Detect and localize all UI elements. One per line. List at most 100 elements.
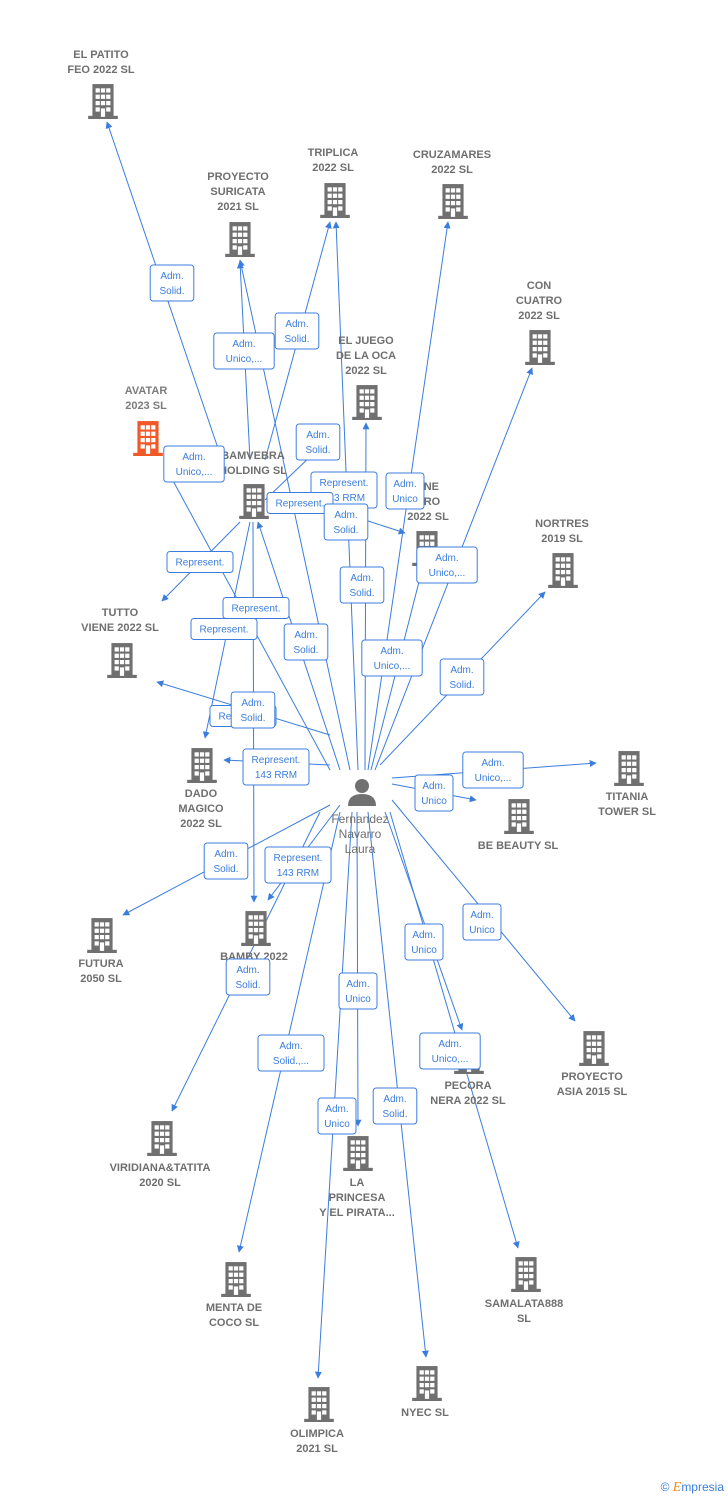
edge-label-text: Solid. <box>235 980 260 991</box>
edge-label-e-tutto-solid[interactable]: Adm.Solid. <box>230 691 276 729</box>
brand-name: mpresia <box>681 1480 724 1494</box>
edge-label-e-juego[interactable]: Adm.Solid. <box>295 423 341 461</box>
company-label-line: LA <box>350 1177 365 1189</box>
company-node-titania[interactable]: TITANIA TOWER SL <box>598 751 656 818</box>
edge-label-text: Unico,... <box>374 661 411 672</box>
company-label-line: SL <box>517 1313 531 1325</box>
edge-label-text: Adm. <box>236 965 259 976</box>
edge-label-e-suricata[interactable]: Adm.Unico,... <box>213 332 275 370</box>
company-node-nyec[interactable]: NYEC SL <box>401 1366 449 1419</box>
company-label-line: AVATAR <box>125 385 168 397</box>
edge-label-e-bam-dado[interactable]: Adm.Solid. <box>283 623 329 661</box>
edge-label-e-represent-b[interactable]: Represent. <box>222 597 290 619</box>
edge-label-e-dado[interactable]: Represent.143 RRM <box>242 748 310 786</box>
edge-label-text: Solid. <box>240 713 265 724</box>
company-node-triplica[interactable]: TRIPLICA 2022 SL <box>308 147 359 218</box>
building-icon <box>412 1366 442 1401</box>
edge-label-box <box>190 618 258 640</box>
edge-label-box <box>404 923 444 961</box>
building-icon <box>438 184 468 219</box>
building-icon <box>133 421 163 456</box>
edge-label-e-nyec[interactable]: Adm.Solid. <box>372 1087 418 1125</box>
building-icon <box>187 748 217 783</box>
edge-label-text: Adm. <box>182 452 205 463</box>
company-label-line: 2019 SL <box>541 533 583 545</box>
building-icon <box>221 1262 251 1297</box>
edge-label-e-con-cuatro[interactable]: Adm.Solid. <box>339 566 385 604</box>
edge-labels-layer: Adm. Solid. Adm. Unico,... Adm. Solid. Adm.Sol… <box>149 264 524 1135</box>
company-label-line: OLIMPICA <box>290 1428 344 1440</box>
edge-label-e-futura[interactable]: Adm.Solid. <box>203 842 249 880</box>
company-label-line: COCO SL <box>209 1317 259 1329</box>
edge-label-e-pecora[interactable]: Adm.Unico <box>404 923 444 961</box>
edge-label-text: 143 RRM <box>323 493 365 504</box>
company-label-line: TITANIA <box>606 791 649 803</box>
company-label-line: 2022 SL <box>431 164 473 176</box>
company-node-be-beauty[interactable]: BE BEAUTY SL <box>478 799 559 852</box>
company-label-line: 2022 SL <box>312 162 354 174</box>
edge-label-e-bamvebra-rep2[interactable]: Represent. <box>266 492 334 514</box>
edge-label-e-nortres[interactable]: Adm.Solid. <box>439 658 485 696</box>
edge-label-e-patito[interactable]: Adm.Solid. <box>149 264 195 302</box>
edge-label-e-bam-tutto[interactable]: Adm.Unico,... <box>416 546 478 584</box>
edge-label-e-bamby[interactable]: Represent.143 RRM <box>264 846 332 884</box>
building-icon <box>548 553 578 588</box>
company-label-line: 2022 SL <box>345 365 387 377</box>
building-icon <box>504 799 534 834</box>
edge-label-e-samalata[interactable]: Adm.Unico,... <box>419 1032 481 1070</box>
edge-label-e-titania[interactable]: Adm.Unico,... <box>462 751 524 789</box>
edge-label-e-tne-solid[interactable]: Adm.Solid. <box>323 503 369 541</box>
copyright-notice: © Empresia <box>661 1480 724 1496</box>
edge-label-e-princesa[interactable]: Adm.Unico <box>338 972 378 1010</box>
edge-label-text: Adm. <box>438 1039 461 1050</box>
edge-label-e-avatar[interactable]: Adm. Unico,... <box>163 445 225 483</box>
building-icon <box>239 484 269 519</box>
edge-label-box <box>419 1032 481 1070</box>
company-label-line: 2050 SL <box>80 973 122 985</box>
edge-label-text: Represent. <box>252 755 301 766</box>
copyright-symbol: © <box>660 1480 670 1494</box>
company-label-line: EL PATITO <box>73 49 129 61</box>
edge-label-text: Unico,... <box>176 467 213 478</box>
building-icon <box>352 385 382 420</box>
building-icon <box>525 330 555 365</box>
edge-label-e-represent-a[interactable]: Represent. <box>166 551 234 573</box>
company-label-line: MAGICO <box>178 803 224 815</box>
edge-label-e-menta[interactable]: Adm.Solid.,... <box>257 1034 325 1072</box>
edge-label-e-represent-c[interactable]: Represent. <box>190 618 258 640</box>
edge-label-e-beauty[interactable]: Adm.Unico <box>414 774 454 812</box>
edge-label-e-triplica[interactable]: Adm.Solid. <box>274 312 320 350</box>
company-label-line: TOWER SL <box>598 806 656 818</box>
edge-label-text: Adm. <box>380 646 403 657</box>
company-node-bamby[interactable]: BAMBY 2022 <box>220 911 288 963</box>
edge-label-box <box>225 958 271 996</box>
edge-label-e-bam-unico2[interactable]: Adm. Unico,... <box>361 639 423 677</box>
edge-label-e-tne-unico[interactable]: Adm.Unico <box>385 472 425 510</box>
company-label-line: TRIPLICA <box>308 147 359 159</box>
edge-label-e-olimpica[interactable]: Adm.Unico <box>317 1097 357 1135</box>
edge-label-text: Adm. <box>346 979 369 990</box>
edge-label-e-viridiana[interactable]: Adm. Solid. <box>225 958 271 996</box>
edge-label-e-asia[interactable]: Adm.Unico <box>462 903 502 941</box>
person-icon <box>348 779 376 806</box>
person-label-line: Navarro <box>339 827 382 841</box>
